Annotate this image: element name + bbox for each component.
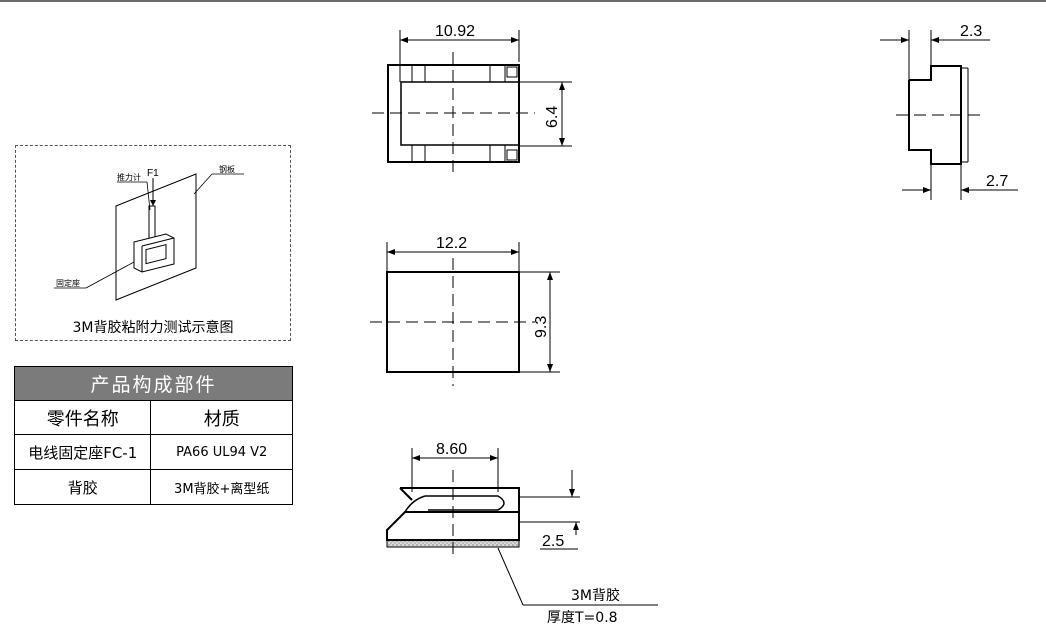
force-label: F1 bbox=[147, 168, 159, 179]
table-row: 背胶 3M背胶+离型纸 bbox=[13, 469, 293, 505]
col-header-material: 材质 bbox=[150, 400, 293, 435]
dim-top-height: 6.4 bbox=[544, 106, 561, 128]
adhesion-test-illustration: F1 推力计 钢板 固定座 bbox=[54, 164, 244, 301]
tape-view bbox=[370, 242, 560, 386]
dim-side-top: 2.3 bbox=[960, 23, 982, 40]
push-gauge-label: 推力计 bbox=[117, 172, 141, 182]
table-row: 电线固定座FC-1 PA66 UL94 V2 bbox=[13, 434, 293, 470]
dim-top-width: 10.92 bbox=[435, 23, 475, 40]
dim-side-bottom: 2.7 bbox=[986, 173, 1008, 190]
part-name: 背胶 bbox=[13, 469, 152, 505]
mount-label: 固定座 bbox=[56, 278, 80, 288]
part-material: PA66 UL94 V2 bbox=[150, 434, 293, 470]
part-name: 电线固定座FC-1 bbox=[13, 434, 152, 470]
front-view bbox=[386, 448, 658, 606]
parts-table-title: 产品构成部件 bbox=[14, 366, 293, 401]
col-header-part: 零件名称 bbox=[13, 400, 152, 435]
dim-tape-height: 9.3 bbox=[533, 316, 550, 338]
adhesive-label: 3M背胶 bbox=[571, 587, 620, 604]
steel-plate-label: 钢板 bbox=[219, 164, 235, 174]
parts-table: 产品构成部件 零件名称 材质 电线固定座FC-1 PA66 UL94 V2 背胶… bbox=[13, 366, 293, 505]
top-view bbox=[372, 30, 572, 178]
dim-front-width: 8.60 bbox=[436, 441, 467, 458]
test-caption: 3M背胶粘附力测试示意图 bbox=[72, 320, 234, 336]
side-view bbox=[880, 30, 1018, 200]
top-border-line bbox=[0, 0, 1046, 2]
dim-tape-width: 12.2 bbox=[436, 235, 467, 252]
thickness-label: 厚度T=0.8 bbox=[547, 610, 618, 626]
dim-front-height: 2.5 bbox=[542, 533, 564, 550]
adhesion-test-figure: F1 推力计 钢板 固定座 3M背胶粘附力测试示意图 bbox=[15, 145, 291, 341]
part-material: 3M背胶+离型纸 bbox=[150, 469, 293, 505]
force-arrow-head bbox=[150, 200, 156, 206]
